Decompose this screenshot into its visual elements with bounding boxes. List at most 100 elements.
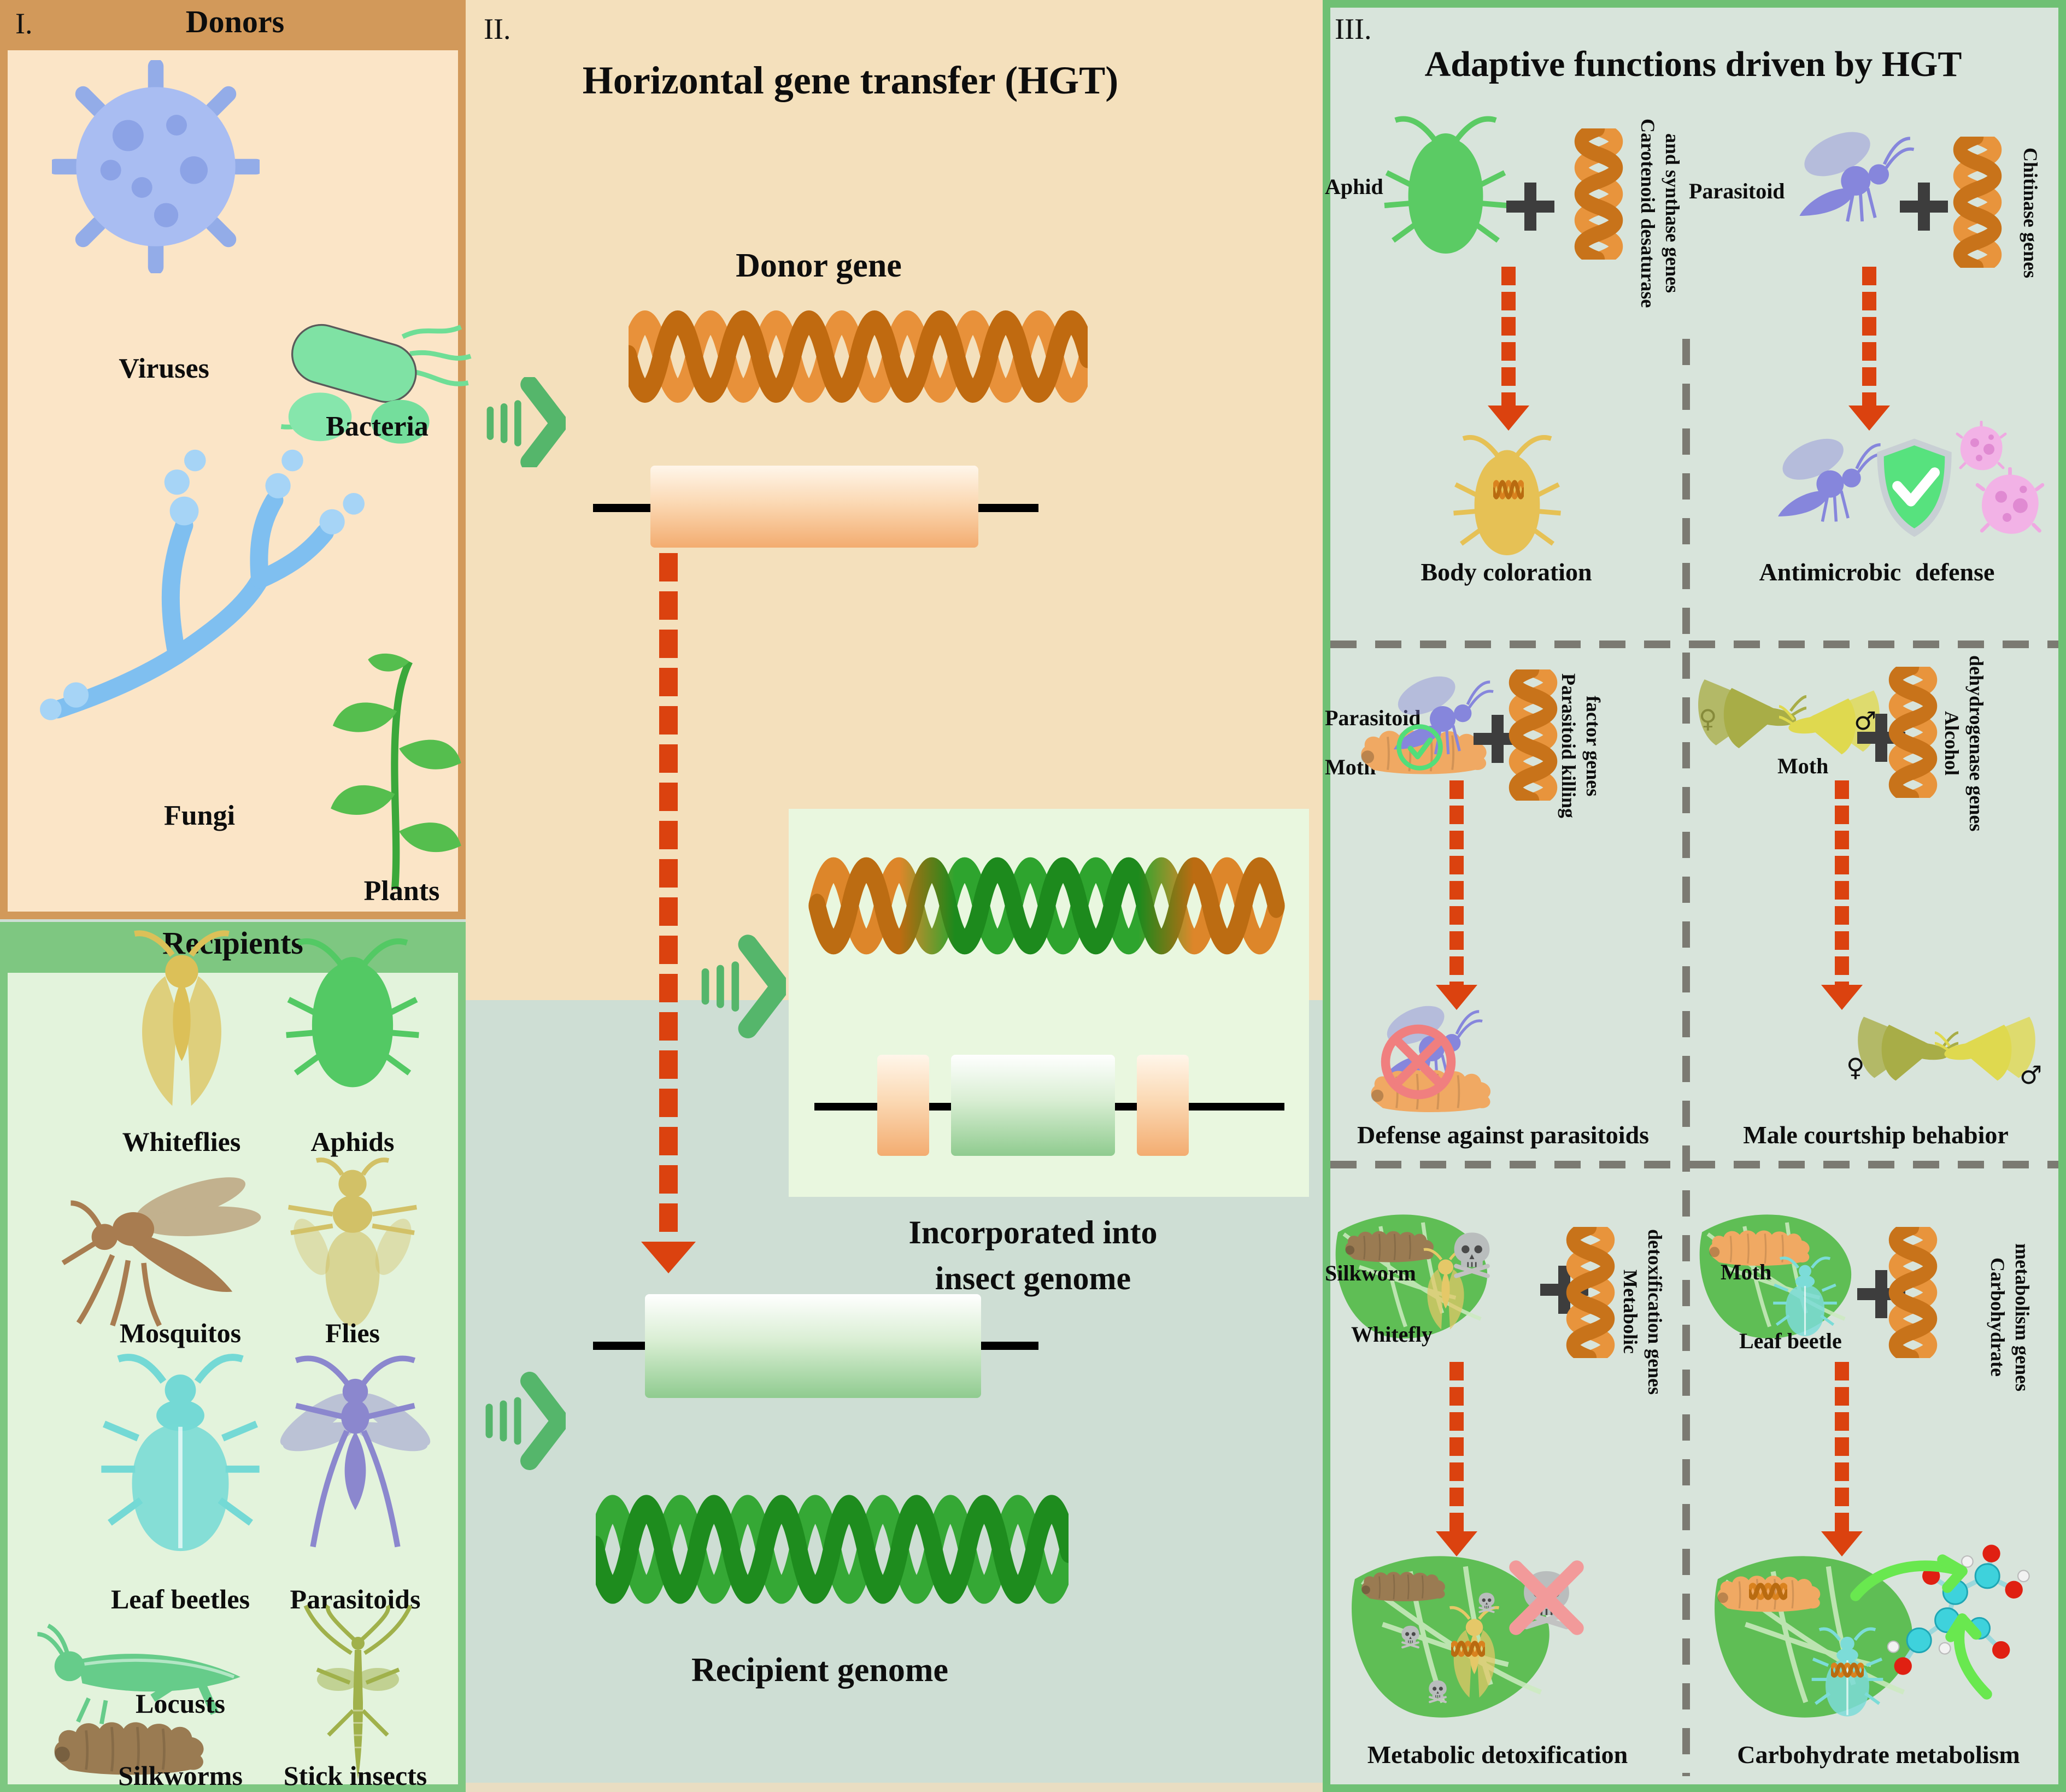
recipients-title: Recipients [162, 925, 303, 961]
cell6-gene-label: Carbohydrate metabolism genes [1987, 1243, 2033, 1391]
panel3-numeral: III. [1335, 13, 1372, 45]
green-cycle-arrows-icon [1831, 1547, 2011, 1711]
microbe-icon-large [1973, 467, 2047, 541]
cell5-gene-label: Metabolic detoxification genes [1619, 1229, 1666, 1395]
cell1-mini-helix [1493, 480, 1524, 500]
cell2-wasp-icon [1768, 107, 1916, 251]
cell6-insect1-label: Moth [1721, 1260, 1772, 1284]
aphids-label: Aphids [310, 1126, 395, 1157]
divider-horizontal-1 [1330, 641, 2058, 648]
parasitoid-icon [271, 1323, 440, 1590]
cell5-result-silkworm-icon [1358, 1564, 1454, 1608]
whiteflies-label: Whiteflies [122, 1126, 241, 1157]
bottom-margin-strip [466, 1783, 1323, 1792]
cell5-result-label: Metabolic detoxification [1367, 1741, 1628, 1769]
cell2-result-label: Antimicrobic defense [1759, 558, 1995, 586]
plus-icon-6 [1857, 1270, 1905, 1318]
cell4-result-male-moth-icon [1935, 992, 2041, 1109]
check-circle-icon [1394, 721, 1446, 773]
donor-dna-helix [629, 303, 1088, 410]
incorporated-label-line1: Incorporated into [908, 1214, 1158, 1250]
red-dashed-arrow-main [659, 553, 678, 1243]
cell2-gene-label: Chitinase genes [2020, 148, 2041, 279]
recipient-gene-box [645, 1294, 981, 1398]
cell6-insect2-label: Leaf beetle [1739, 1329, 1842, 1353]
panel1-numeral: I. [15, 7, 33, 40]
cell3-result-label: Defense against parasitoids [1357, 1121, 1650, 1149]
cell5-mini-skull-2 [1476, 1591, 1498, 1613]
flies-label: Flies [325, 1318, 380, 1348]
parasitoids-label: Parasitoids [290, 1584, 421, 1614]
leaf-beetles-label: Leaf beetles [110, 1584, 250, 1614]
cell1-result-label: Body coloration [1421, 558, 1592, 586]
cell6-gene-helix [1888, 1227, 1938, 1358]
cell5-red-arrow [1449, 1362, 1464, 1532]
recipient-dna-helix [596, 1487, 1069, 1612]
plant-icon [322, 645, 467, 902]
transfer-chevron-icon-3 [484, 1360, 566, 1480]
silkworms-label: Silkworms [118, 1760, 243, 1791]
cell1-gene-helix [1574, 128, 1623, 260]
prohibition-icon [1377, 1021, 1459, 1103]
divider-vertical [1682, 339, 1690, 1776]
cell3-red-arrow [1449, 780, 1464, 986]
mosquito-icon [46, 1161, 309, 1331]
cell4-red-arrow [1835, 780, 1849, 986]
incorporated-flank-box-left [877, 1055, 929, 1156]
recipient-genome-label: Recipient genome [691, 1652, 949, 1689]
cell4-gene-helix [1888, 667, 1938, 798]
skull-icon [1447, 1230, 1496, 1279]
bacteria-label: Bacteria [326, 411, 429, 442]
plants-label: Plants [363, 876, 440, 907]
cell4-male-symbol: ♂ [1854, 706, 1877, 736]
transfer-chevron-icon-2 [700, 928, 786, 1043]
cell5-mini-skull-3 [1425, 1679, 1450, 1703]
panel2-numeral: II. [484, 13, 511, 45]
incorporated-insert-box [951, 1055, 1115, 1156]
donor-gene-box [650, 466, 978, 548]
donors-title: Donors [185, 4, 285, 39]
cell2-result-wasp-icon [1749, 415, 1886, 549]
adaptive-title: Adaptive functions driven by HGT [1424, 44, 1962, 84]
cell6-red-arrow [1835, 1362, 1849, 1532]
cell2-gene-helix [1953, 137, 2002, 268]
cell3-gene-helix [1509, 669, 1558, 801]
aphid-icon [281, 929, 424, 1098]
incorporated-dna-helix [808, 857, 1285, 954]
mosquitos-label: Mosquitos [119, 1318, 242, 1348]
locusts-label: Locusts [136, 1688, 225, 1719]
plus-icon-2 [1900, 183, 1948, 231]
cell5-pink-x-icon [1504, 1555, 1589, 1640]
cell5-insect1-label: Silkworm [1325, 1261, 1416, 1285]
stick-insects-label: Stick insects [283, 1760, 427, 1791]
donor-gene-label: Donor gene [736, 247, 902, 284]
cell1-insect-label: Aphid [1325, 174, 1383, 199]
cell1-gene-label: Carotenoid desaturase and synthase genes [1637, 118, 1683, 308]
leaf-beetle-icon [96, 1325, 265, 1588]
divider-horizontal-2 [1330, 1161, 2058, 1168]
plus-icon-4 [1857, 714, 1905, 762]
cell6-mini-helix-1 [1749, 1583, 1787, 1600]
cell4-insect-label: Moth [1777, 754, 1829, 778]
recipients-content-area [8, 973, 458, 1784]
cell5-mini-skull-1 [1398, 1624, 1423, 1649]
cell4-result-male-symbol: ♂ [2020, 1060, 2042, 1090]
incorporated-flank-box-right [1137, 1055, 1189, 1156]
cell3-gene-label: Parasitoid killing factor genes [1558, 673, 1604, 819]
virus-icon [52, 60, 260, 273]
panel-adaptive [1323, 0, 2066, 1792]
transfer-chevron-icon-1 [484, 377, 566, 467]
hgt-title: Horizontal gene transfer (HGT) [582, 58, 1119, 102]
fly-icon [271, 1156, 435, 1331]
plus-icon-3 [1474, 715, 1522, 763]
cell5-gene-helix [1566, 1227, 1615, 1358]
incorporated-label-line2: insect genome [935, 1260, 1131, 1296]
cell5-insect2-label: Whitefly [1351, 1322, 1433, 1347]
cell1-aphid-icon [1377, 109, 1514, 262]
cell4-gene-label: Alcohol dehydrogenase genes [1941, 655, 1987, 832]
cell2-insect-label: Parasitoid [1689, 179, 1785, 203]
cell1-red-arrow [1501, 267, 1516, 407]
fungi-label: Fungi [163, 800, 236, 831]
cell5-mini-helix [1451, 1641, 1485, 1657]
